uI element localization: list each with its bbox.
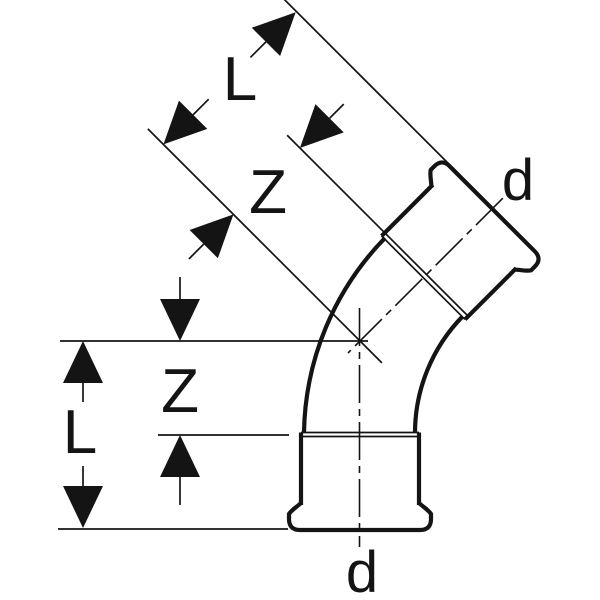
top-socket-wall-right (463, 266, 518, 321)
dim-arrow-diagonal-Z-inner (189, 214, 234, 259)
centerline-diagonal-socket (347, 197, 504, 354)
dim-arrow-vertical-Z-bottom (160, 435, 200, 477)
bottom-socket-press-bead (286, 501, 434, 533)
dim-arrow-vertical-L-bottom (63, 486, 103, 528)
top-socket-press-bead (428, 160, 541, 273)
dim-arrow-diagonal-L-inner (163, 100, 208, 145)
top-socket-step-line-outer-and-extension (286, 134, 469, 317)
dim-arrow-diagonal-L-outer (251, 12, 296, 57)
dim-arrow-vertical-Z-top (160, 299, 200, 341)
bend-inner-wall (412, 315, 465, 433)
top-socket-wall-left (380, 183, 435, 238)
extension-line-top-mouth-face (283, 0, 452, 167)
top-socket-step-line-inner (380, 235, 466, 321)
label-vertical-L: L (63, 398, 97, 467)
label-vertical-Z: Z (161, 357, 199, 426)
dim-stem-diagonal-Z-outer (328, 103, 345, 119)
dim-stem-diagonal-Z-inner (188, 243, 205, 260)
label-bottom-diameter: d (346, 540, 378, 600)
label-diagonal-L: L (223, 45, 257, 114)
dim-stem-diagonal-L-outer (249, 41, 267, 59)
dim-arrow-diagonal-Z-outer (299, 104, 344, 148)
dim-arrow-vertical-L-top (63, 341, 103, 383)
label-top-diameter: d (502, 148, 534, 213)
label-diagonal-Z: Z (249, 158, 287, 227)
extension-line-bend-center-diagonal (147, 128, 383, 364)
upper-socket-group (147, 0, 541, 364)
dim-stem-diagonal-L-inner (192, 98, 210, 116)
bend-outer-wall (301, 236, 387, 433)
